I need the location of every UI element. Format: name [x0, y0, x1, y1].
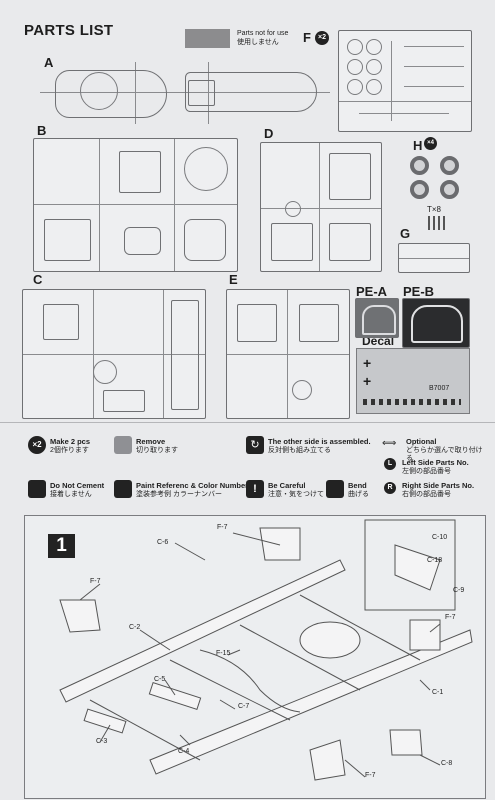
legend-do-not-cement-jp: 接着しません: [50, 491, 92, 498]
sprue-a: [40, 62, 330, 124]
legend-careful-en: Be Careful: [268, 481, 306, 490]
label-c3: C-3: [96, 738, 108, 745]
tire-4: [440, 180, 459, 199]
label-c8: C-8: [441, 760, 453, 767]
decal-code: B7007: [429, 385, 450, 392]
legend-careful-jp: 注意・気をつけて: [268, 491, 324, 498]
legend-optional-en: Optional: [406, 437, 437, 446]
label-c9: C-9: [453, 587, 465, 594]
decal-sheet: + + B7007: [356, 348, 470, 414]
sprue-a-label: A: [44, 55, 54, 70]
legend-optional-jp: どちらか選んで取り付ける: [406, 447, 483, 462]
legend-remove-jp: 切り取ります: [136, 447, 178, 454]
bend-icon: [326, 480, 344, 498]
legend-do-not-cement-en: Do Not Cement: [50, 481, 105, 490]
label-f7-top: F-7: [217, 524, 228, 531]
legend-right-side: Right Side Parts No.右側の部品番号: [402, 482, 474, 499]
optional-arrow-icon: ⟺: [382, 438, 397, 449]
label-f7-left: F-7: [90, 578, 101, 585]
decal-cross-1: +: [363, 355, 372, 371]
pe-a-fret: [355, 298, 399, 338]
label-c5: C-5: [154, 676, 166, 683]
label-c4: C-4: [178, 748, 190, 755]
sprue-g-label: G: [400, 226, 411, 241]
legend-bend-en: Bend: [348, 481, 367, 490]
sprue-d: [260, 142, 382, 272]
sprue-d-label: D: [264, 126, 274, 141]
legend-paint-jp: 塗装参考例 カラーナンバー: [136, 491, 222, 498]
unused-note-en: Parts not for use: [237, 30, 289, 37]
right-side-badge: R: [384, 482, 396, 494]
unused-parts-swatch: [185, 29, 230, 48]
label-c6: C-6: [157, 539, 169, 546]
sprue-t-label: T×8: [427, 205, 442, 214]
sprue-b-label: B: [37, 123, 47, 138]
sprue-e: [226, 289, 350, 419]
sprue-b: [33, 138, 238, 272]
legend-left-side: Left Side Parts No.左側の部品番号: [402, 459, 469, 476]
label-c18: C-18: [427, 557, 443, 564]
left-side-badge: L: [384, 458, 396, 470]
other-side-icon: ↻: [246, 436, 264, 454]
pe-a-label: PE-A: [356, 284, 388, 299]
sprue-h-qty-badge: ×4: [424, 137, 437, 150]
tire-1: [410, 156, 429, 175]
label-f7-bottom: F-7: [365, 772, 376, 779]
label-c7: C-7: [238, 703, 250, 710]
unused-note-jp: 使用しません: [237, 39, 279, 46]
paint-brush-icon: [114, 480, 132, 498]
page-title: PARTS LIST: [24, 22, 114, 39]
sprue-t-parts: [428, 216, 448, 230]
legend-other-side: The other side is assembled.反対側も組み立てる: [268, 438, 371, 455]
sprue-c: [22, 289, 206, 419]
legend-other-side-en: The other side is assembled.: [268, 437, 371, 446]
legend-right-side-en: Right Side Parts No.: [402, 481, 475, 490]
label-c2: C-2: [129, 624, 141, 631]
make-two-badge: ×2: [28, 436, 46, 454]
tire-2: [440, 156, 459, 175]
tire-3: [410, 180, 429, 199]
unused-parts-note: Parts not for use 使用しません: [237, 29, 288, 47]
caution-icon: !: [246, 480, 264, 498]
legend-paint-en: Paint Referenc & Color Number: [136, 481, 249, 490]
unused-part-letter: F: [303, 30, 311, 45]
label-c10: C-10: [432, 534, 448, 541]
pe-b-fret: [402, 298, 470, 348]
legend-make-two-en: Make 2 pcs: [50, 437, 91, 446]
sprue-e-label: E: [229, 272, 238, 287]
legend-make-two-jp: 2個作ります: [50, 447, 89, 454]
sprue-f: [338, 30, 472, 132]
legend-right-side-jp: 右側の部品番号: [402, 491, 451, 498]
decal-cross-2: +: [363, 373, 372, 389]
divider: [0, 422, 495, 423]
legend-left-side-en: Left Side Parts No.: [402, 458, 469, 467]
sprue-g: [398, 243, 470, 273]
pe-b-label: PE-B: [403, 284, 435, 299]
legend-remove-en: Remove: [136, 437, 166, 446]
sprue-h-label: H: [413, 138, 423, 153]
do-not-cement-icon: [28, 480, 46, 498]
label-f7-right: F-7: [445, 614, 456, 621]
label-f15: F-15: [216, 650, 231, 657]
unused-qty-badge: ×2: [315, 31, 329, 45]
sprue-c-label: C: [33, 272, 43, 287]
remove-icon: [114, 436, 132, 454]
legend-bend-jp: 曲げる: [348, 491, 369, 498]
legend-left-side-jp: 左側の部品番号: [402, 468, 451, 475]
legend-other-side-jp: 反対側も組み立てる: [268, 447, 331, 454]
step-number: 1: [48, 534, 75, 558]
label-c1: C-1: [432, 689, 444, 696]
